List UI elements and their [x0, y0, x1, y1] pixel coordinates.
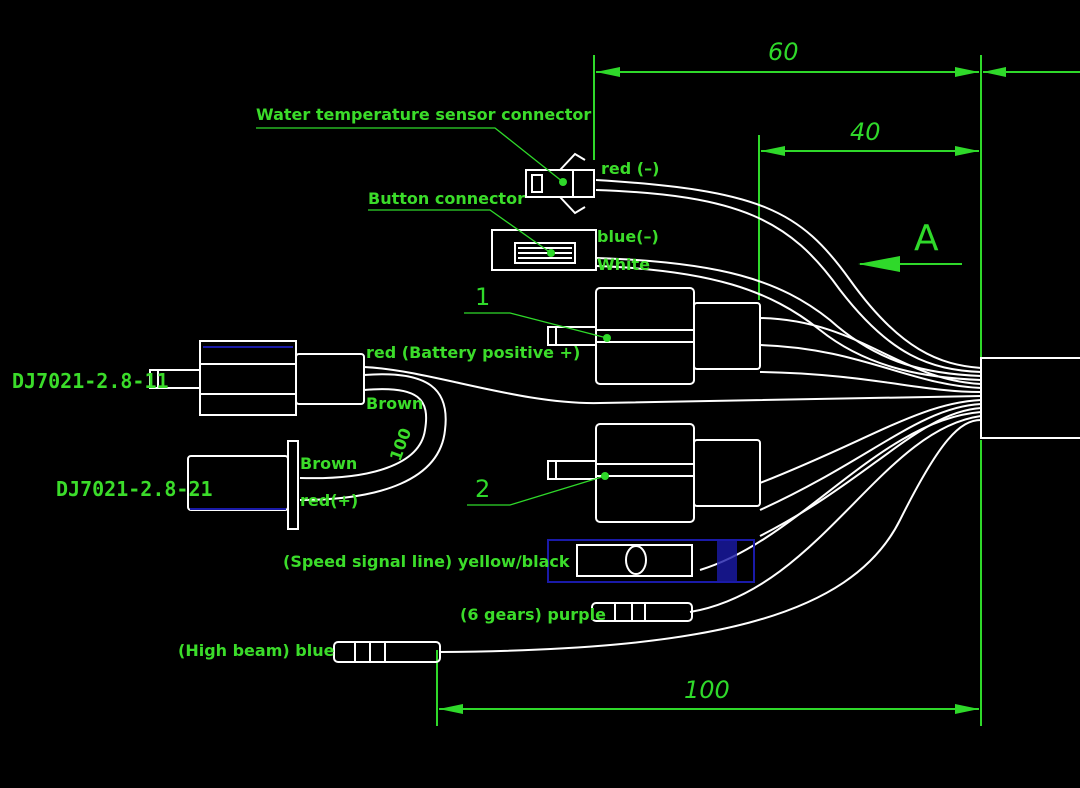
leader-button: [368, 209, 552, 254]
label-white: White: [597, 255, 650, 274]
leader-1: [464, 312, 608, 339]
water-temp-connector: [525, 152, 595, 215]
wires: [299, 179, 982, 653]
label-blue-minus: blue(–): [597, 227, 659, 246]
label-high-beam: (High beam) blue: [178, 641, 335, 660]
dimension-60: 60: [593, 38, 1080, 360]
label-water-temp: Water temperature sensor connector: [256, 105, 591, 124]
loop-length-label: 100: [386, 425, 415, 463]
harness-sleeve: [980, 357, 1080, 439]
button-connector: [491, 229, 597, 271]
dj7021-21-connector: [187, 440, 299, 530]
label-button-connector: Button connector: [368, 189, 525, 208]
dj7021-11-connector: [149, 340, 365, 416]
label-red-plus: red(+): [300, 491, 358, 510]
dim-100-label: 100: [684, 676, 730, 704]
dim-40-label: 40: [850, 118, 881, 146]
part-dj7021-11: DJ7021-2.8-11: [12, 369, 169, 393]
label-brown-top: Brown: [366, 394, 423, 413]
connector-1: [547, 287, 761, 385]
dimension-100: 100: [436, 440, 982, 726]
callout-1: 1: [475, 283, 490, 311]
view-a-marker: A: [858, 218, 962, 272]
leader-water-temp: [256, 127, 564, 183]
dimension-40: 40: [758, 118, 979, 300]
connector-2: [547, 423, 761, 523]
dim-60-label: 60: [768, 38, 799, 66]
high-beam-connector: [333, 641, 441, 663]
purple-connector: [591, 602, 693, 622]
label-brown-bottom: Brown: [300, 454, 357, 473]
label-gears: (6 gears) purple: [460, 605, 606, 624]
speed-signal-connector: [547, 539, 755, 583]
label-speed-signal: (Speed signal line) yellow/black: [283, 552, 570, 571]
label-red-battery: red (Battery positive +): [366, 343, 580, 362]
callout-2: 2: [475, 475, 490, 503]
part-dj7021-21: DJ7021-2.8-21: [56, 477, 213, 501]
label-red-minus: red (–): [601, 159, 659, 178]
leader-2: [467, 475, 606, 506]
view-a-label: A: [914, 218, 939, 259]
